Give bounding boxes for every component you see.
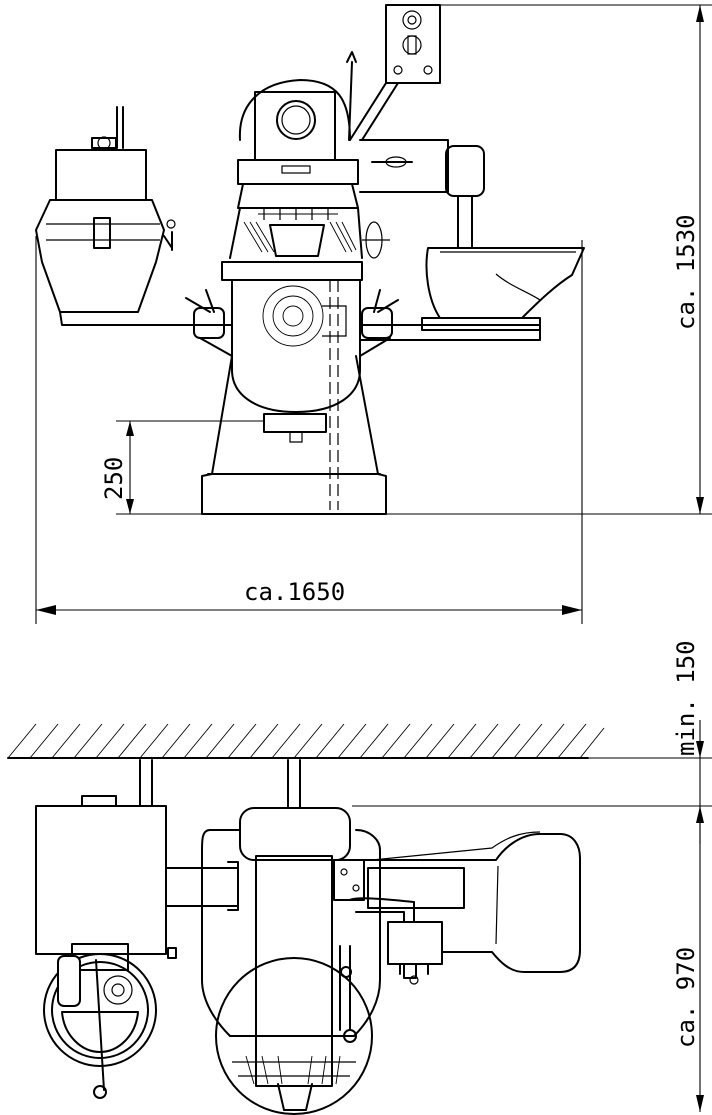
dimension-foot-height: 250 bbox=[100, 420, 712, 515]
left-hopper bbox=[35, 106, 201, 326]
dimension-width: ca.1650 bbox=[35, 236, 583, 624]
round-hopper-top bbox=[43, 943, 157, 1099]
frame-platform bbox=[199, 324, 541, 341]
top-view: min. 150 ca. 970 bbox=[7, 640, 712, 1115]
central-body-top bbox=[201, 807, 381, 1115]
side-arm-top bbox=[333, 831, 581, 973]
clearance-label: min. 150 bbox=[672, 640, 700, 756]
top-lever bbox=[346, 51, 357, 141]
pedestal bbox=[201, 280, 387, 515]
electrical-box-top bbox=[349, 897, 443, 985]
width-label: ca.1650 bbox=[244, 578, 345, 606]
dimension-clearance: min. 150 bbox=[352, 640, 712, 844]
side-handles bbox=[185, 289, 399, 357]
dimension-height: ca. 1530 bbox=[440, 4, 712, 514]
dimension-depth: ca. 970 bbox=[672, 806, 704, 1112]
height-label: ca. 1530 bbox=[672, 214, 700, 330]
depth-label: ca. 970 bbox=[672, 947, 700, 1048]
front-view: 250 ca.1650 ca. 1530 bbox=[35, 4, 712, 624]
left-box-top bbox=[35, 795, 239, 959]
control-box bbox=[349, 4, 441, 141]
right-bowl bbox=[421, 247, 585, 331]
wall-hatching bbox=[7, 723, 605, 759]
motor-head bbox=[237, 79, 359, 209]
foot-height-label: 250 bbox=[100, 457, 128, 500]
side-arm bbox=[359, 139, 485, 249]
main-body bbox=[221, 207, 390, 443]
